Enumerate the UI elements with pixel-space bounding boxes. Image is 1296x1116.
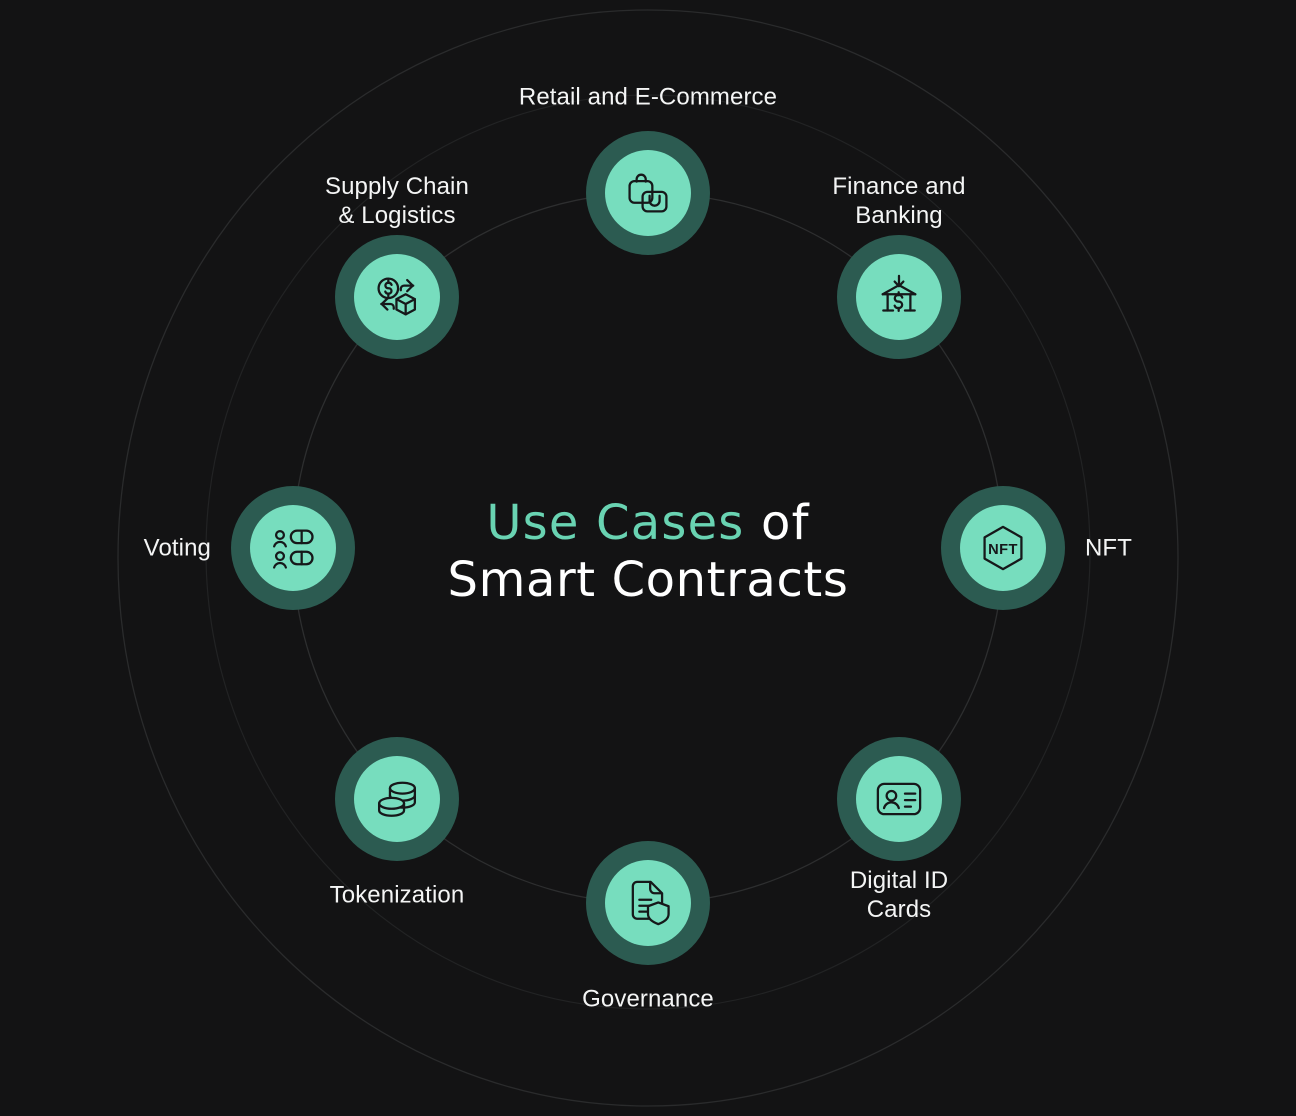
svg-text:NFT: NFT [988,542,1018,558]
nft-hexagon-icon: NFT [960,505,1046,591]
node-tokenization[interactable] [334,737,459,862]
title-rest: of [761,495,810,551]
poll-people-icon [250,505,336,591]
node-label-nft: NFT [1085,534,1132,562]
node-label-governance: Governance [582,985,714,1013]
node-label-supply-chain: Supply Chain & Logistics [324,172,469,229]
bank-dollar-icon [856,253,943,340]
id-card-icon [856,756,943,843]
exchange-box-icon [353,253,440,340]
node-finance[interactable] [837,234,962,359]
node-digital-id[interactable] [837,737,962,862]
node-retail[interactable] [586,131,710,255]
node-supply-chain[interactable] [334,234,459,359]
node-label-finance: Finance and Banking [832,172,966,229]
node-governance[interactable] [586,841,710,965]
node-nft[interactable]: NFT [941,486,1065,610]
coin-stack-icon [353,756,440,843]
node-voting[interactable] [231,486,355,610]
shopping-bags-icon [605,150,691,236]
title-accent: Use Cases [486,495,745,551]
node-label-retail: Retail and E-Commerce [518,83,778,111]
title-line-1: Use Cases of [368,495,928,552]
title-line-2: Smart Contracts [447,552,849,608]
node-label-digital-id: Digital ID Cards [849,867,949,924]
center-title: Use Cases of Smart Contracts [368,495,928,609]
node-label-voting: Voting [143,534,211,562]
node-label-tokenization: Tokenization [329,881,465,909]
document-shield-icon [605,860,691,946]
